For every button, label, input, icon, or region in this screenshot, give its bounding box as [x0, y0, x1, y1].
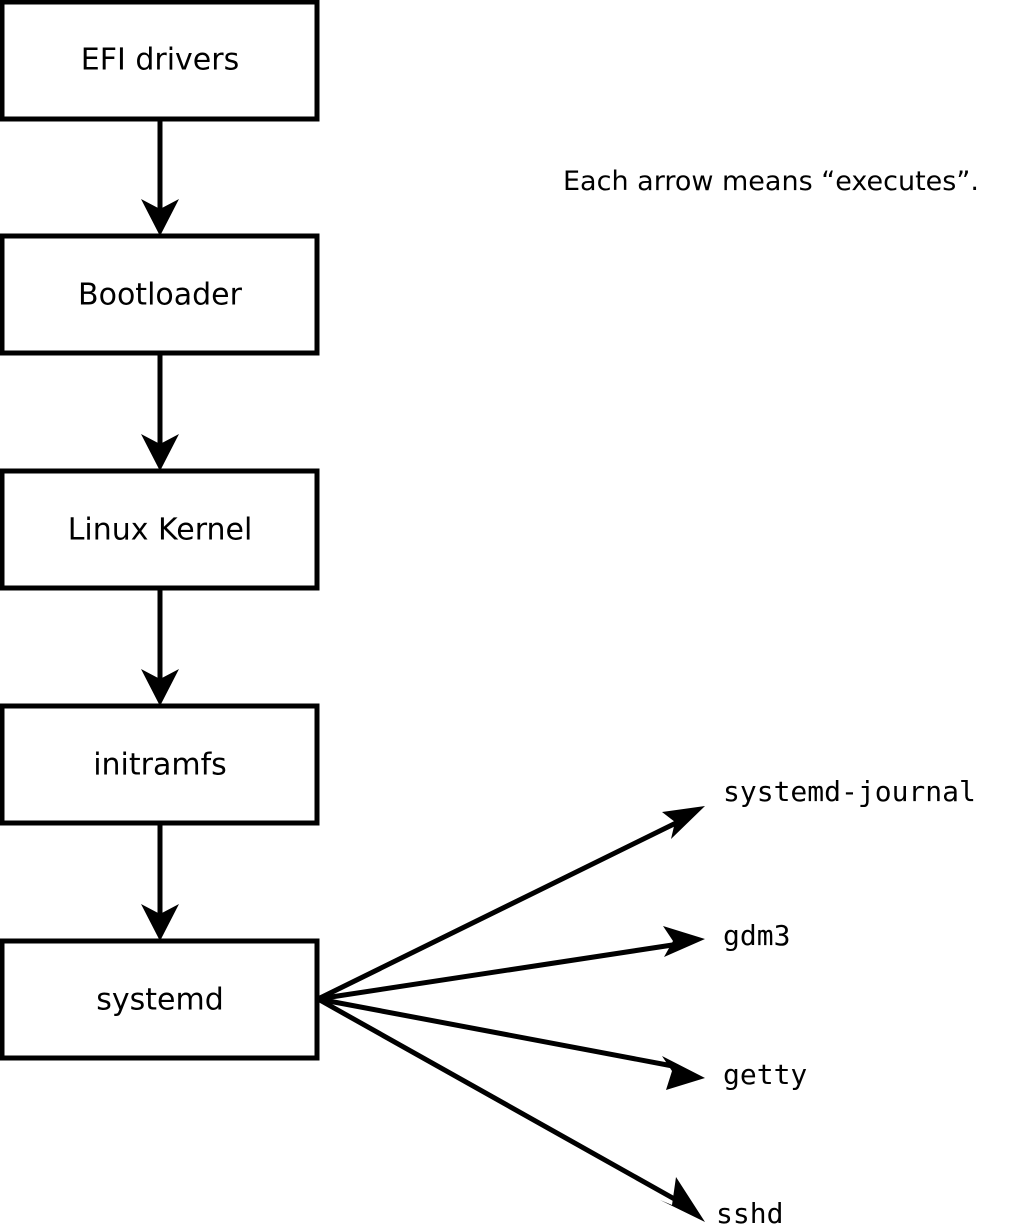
stage-box-outline [0, 938, 320, 1061]
flow-connector-initramfs-to-systemd [141, 823, 179, 941]
flow-connector-bootloader-to-kernel [141, 353, 179, 471]
arrow-head-service [660, 1177, 705, 1222]
stage-box-outline [0, 233, 320, 356]
service-label-getty: getty [723, 1058, 807, 1091]
stage-box-initramfs[interactable]: initramfs [0, 703, 320, 826]
stage-box-label: Linux Kernel [68, 513, 253, 548]
arrow-head-service [662, 1056, 705, 1090]
stage-box-label: initramfs [93, 748, 227, 783]
stage-box-label: Bootloader [78, 278, 243, 313]
service-connector-systemd-journal [316, 806, 705, 1002]
stage-box-bootloader[interactable]: Bootloader [0, 233, 320, 356]
arrow-head-service [662, 806, 705, 839]
service-connector-gdm3 [317, 926, 705, 1002]
service-connector-sshd [316, 996, 705, 1222]
stage-box-label: systemd [96, 983, 224, 1018]
service-label-sshd: sshd [716, 1197, 783, 1230]
stage-box-outline [0, 0, 320, 122]
stage-box-efi-drivers[interactable]: EFI drivers [0, 0, 320, 122]
stage-box-outline [0, 703, 320, 826]
stage-box-systemd[interactable]: systemd [0, 938, 320, 1061]
flow-connector-efi-to-bootloader [141, 119, 179, 236]
legend-caption: Each arrow means “executes”. [563, 166, 979, 197]
stage-box-outline [0, 468, 320, 591]
flow-connector-kernel-to-initramfs [141, 588, 179, 706]
arrow-head-down [141, 199, 179, 236]
stage-box-label: EFI drivers [81, 43, 239, 78]
arrow-head-service [663, 926, 705, 957]
service-label-systemd-journal: systemd-journal [723, 775, 976, 808]
arrow-head-down [141, 434, 179, 471]
service-label-gdm3: gdm3 [723, 919, 790, 952]
arrow-head-down [141, 904, 179, 941]
service-connector-getty [317, 996, 705, 1090]
arrow-head-down [141, 669, 179, 706]
stage-box-linux-kernel[interactable]: Linux Kernel [0, 468, 320, 591]
